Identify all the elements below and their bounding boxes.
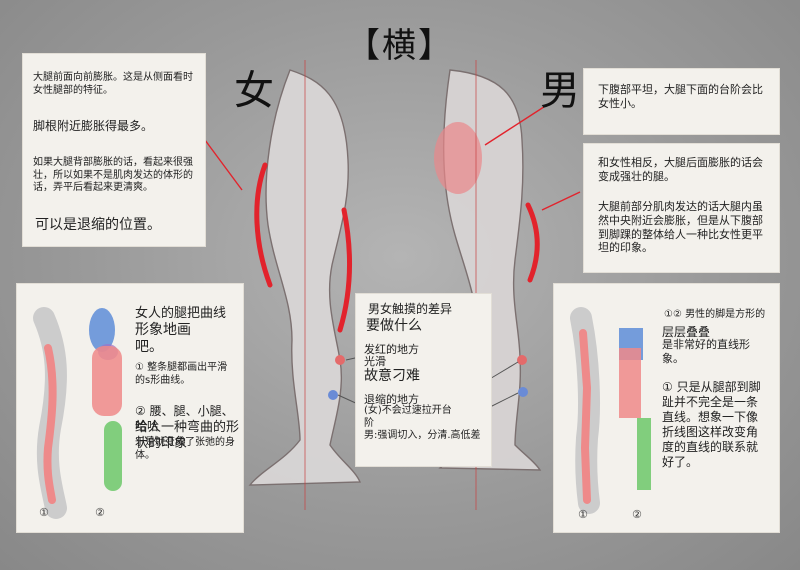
male-back-curve	[525, 202, 540, 283]
diagram-label-2: ②	[95, 506, 105, 519]
female-curve-point-3: 给人一种弯曲的形状的印象	[135, 420, 240, 452]
female-curve-heading-1: 女人的腿把曲线	[135, 306, 227, 321]
male-hip-highlight	[434, 122, 482, 194]
female-s-curve	[43, 344, 57, 504]
female-calf-shape	[104, 421, 122, 491]
male-straight-line	[579, 329, 592, 504]
female-curve-point-2: ② 腰、腿、小腿、哈哈	[135, 404, 234, 433]
diagram-label-1: ①	[578, 508, 588, 521]
pointer-line	[487, 361, 519, 381]
male-calf-shape	[637, 418, 651, 490]
female-back-curve	[337, 207, 353, 333]
center-heading-2: 要做什么	[366, 318, 422, 334]
male-shape-heading-1: ①② 男性的脚是方形的	[664, 309, 766, 320]
female-curve-card: ① ② 女人的腿把曲线 形象地画 吧。 ① 整条腿都画出平滑的s形曲线。 ② 腰…	[16, 283, 244, 533]
male-shape-diagram	[570, 307, 651, 514]
female-thigh-shape	[92, 346, 122, 416]
diagram-label-2: ②	[632, 508, 642, 521]
male-note-3: 大腿前部分肌肉发达的话大腿内虽然中央附近会膨胀，但是从下腹部到脚踝的整体给人一种…	[598, 200, 763, 255]
female-curve-diagram	[33, 307, 122, 519]
male-thigh-shape	[619, 348, 641, 418]
pointer-line	[487, 392, 519, 409]
female-hip-shape	[89, 308, 115, 352]
female-curve-heading-3: 吧。	[135, 339, 163, 355]
red-label-1: 发红的地方	[364, 343, 419, 356]
female-curve-point-4: 于是就变成了张弛的身体。	[135, 437, 235, 461]
male-note-1: 下腹部平坦，大腿下面的台阶会比女性小。	[598, 83, 763, 110]
female-note-2: 脚根附近膨胀得最多。	[33, 119, 154, 133]
male-leg	[434, 69, 542, 471]
male-shape-point-1: ① 只是从腿部到脚趾并不完全是一条直线。想象一下像折线图这样改变角度的直线的联系…	[662, 380, 761, 469]
female-curve-point-1: ① 整条腿都画出平滑的s形曲线。	[135, 362, 228, 386]
red-marker	[517, 355, 527, 365]
blue-marker	[328, 390, 338, 400]
male-notes-card-top: 下腹部平坦，大腿下面的台阶会比女性小。	[583, 68, 780, 135]
male-shape-card: ① ② ①② 男性的脚是方形的 层层叠叠 是非常好的直线形象。 ① 只是从腿部到…	[553, 283, 780, 533]
female-front-curve	[254, 162, 273, 288]
female-label: 女	[234, 68, 274, 114]
pointer-line	[484, 102, 551, 146]
male-note-2: 和女性相反，大腿后面膨胀的话会变成强壮的腿。	[598, 156, 763, 183]
red-marker	[335, 355, 345, 365]
pointer-line	[541, 191, 581, 211]
male-shape-heading-2: 层层叠叠	[662, 325, 711, 339]
female-notes-card: 大腿前面向前膨胀。这是从侧面看时女性腿部的特征。 脚根附近膨胀得最多。 如果大腿…	[22, 53, 206, 247]
page-title: 【横】	[346, 26, 454, 66]
blue-marker	[518, 387, 528, 397]
blue-label-2: (女)不会过速拉开台阶	[364, 405, 452, 429]
male-shape-heading-3: 是非常好的直线形象。	[662, 338, 750, 365]
red-label-3: 故意刁难	[364, 368, 420, 384]
male-notes-card-middle: 和女性相反，大腿后面膨胀的话会变成强壮的腿。 大腿前部分肌肉发达的话大腿内虽然中…	[583, 143, 780, 273]
female-note-1: 大腿前面向前膨胀。这是从侧面看时女性腿部的特征。	[33, 72, 193, 96]
male-label: 男	[540, 68, 580, 114]
female-note-3: 如果大腿背部膨胀的话，看起来很强壮，所以如果不是肌肉发达的体形的话，弄平后看起来…	[33, 157, 193, 193]
center-notes-card: 男女触摸的差异 要做什么 发红的地方 光滑 故意刁难 退缩的地方 (女)不会过速…	[355, 293, 492, 467]
diagram-label-1: ①	[39, 506, 49, 519]
red-label-2: 光滑	[364, 355, 386, 368]
female-note-4: 可以是退缩的位置。	[35, 217, 161, 233]
female-curve-heading-2: 形象地画	[135, 322, 191, 338]
blue-label-1: 退缩的地方	[364, 393, 419, 406]
blue-label-3: 男:强调切入，分清.高低差	[364, 430, 481, 441]
center-heading-1: 男女触摸的差异	[368, 302, 453, 316]
pointer-line	[204, 139, 243, 191]
